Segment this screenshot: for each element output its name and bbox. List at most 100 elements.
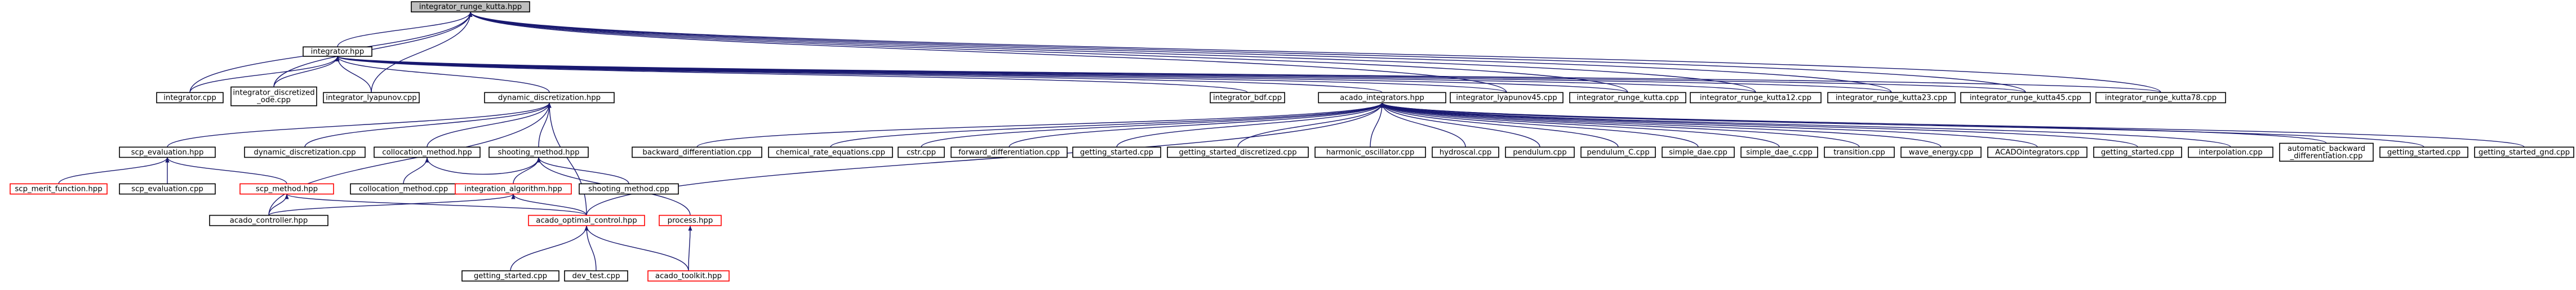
- graph-node-n16[interactable]: collocation_method.hpp: [374, 146, 481, 158]
- graph-node-n13[interactable]: integrator_runge_kutta78.cpp: [2095, 92, 2226, 104]
- edge-n25-to-n22: [511, 194, 587, 216]
- node-label: automatic_backward_differentiation.cpp: [2288, 145, 2365, 160]
- graph-node-n36[interactable]: harmonic_oscillator.cpp: [1314, 146, 1426, 158]
- edges-layer: [58, 11, 2525, 271]
- edge-n8-to-n1: [335, 56, 1507, 93]
- node-label: transition.cpp: [1833, 148, 1885, 157]
- edge-n5-to-n1: [335, 56, 550, 93]
- graph-node-n41[interactable]: simple_dae_c.cpp: [1740, 146, 1818, 158]
- edge-n21-to-n16: [403, 157, 429, 184]
- graph-node-n27[interactable]: getting_started.cpp: [461, 270, 559, 282]
- node-label: shooting_method.hpp: [498, 148, 580, 157]
- node-box: [768, 146, 893, 158]
- graph-node-n12[interactable]: integrator_runge_kutta45.cpp: [1960, 92, 2091, 104]
- graph-node-n30[interactable]: backward_differentiation.cpp: [632, 146, 762, 158]
- graph-node-n4[interactable]: integrator_lyapunov.cpp: [323, 92, 420, 104]
- graph-node-n28[interactable]: dev_test.cpp: [564, 270, 628, 282]
- node-label: integrator_discretized_ode.cpp: [233, 89, 314, 105]
- node-label: dynamic_discretization.hpp: [498, 93, 601, 102]
- graph-node-n22[interactable]: integration_algorithm.hpp: [455, 183, 572, 195]
- graph-node-n49[interactable]: getting_started_gnd.cpp: [2474, 146, 2574, 158]
- graph-node-n17[interactable]: shooting_method.hpp: [488, 146, 589, 158]
- node-box: [209, 215, 328, 226]
- node-box: [564, 270, 628, 282]
- edge-n36-to-n7: [1370, 102, 1384, 148]
- node-box: [2093, 146, 2182, 158]
- graph-node-n46[interactable]: interpolation.cpp: [2188, 146, 2273, 158]
- edge-n12-to-n0: [468, 11, 2026, 93]
- node-box: [488, 146, 589, 158]
- node-box: [230, 86, 317, 106]
- edge-n9-to-n1: [336, 56, 1628, 93]
- graph-node-n32[interactable]: cstr.cpp: [898, 146, 945, 158]
- graph-node-n8[interactable]: integrator_lyapunov45.cpp: [1450, 92, 1564, 104]
- graph-node-n3[interactable]: integrator_discretized_ode.cpp: [230, 86, 317, 106]
- node-box: [1314, 146, 1426, 158]
- graph-node-n42[interactable]: transition.cpp: [1824, 146, 1895, 158]
- graph-node-n33[interactable]: forward_differentiation.cpp: [951, 146, 1068, 158]
- graph-node-n9[interactable]: integrator_runge_kutta.cpp: [1569, 92, 1686, 104]
- graph-node-n24[interactable]: acado_controller.hpp: [209, 215, 328, 226]
- graph-node-n1[interactable]: integrator.hpp: [303, 46, 372, 57]
- edge-n43-to-n7: [1380, 102, 1942, 148]
- node-label: getting_started_gnd.cpp: [2479, 148, 2570, 157]
- node-box: [1432, 146, 1499, 158]
- node-box: [2379, 146, 2468, 158]
- node-box: [1580, 146, 1656, 158]
- node-box: [461, 270, 559, 282]
- node-box: [239, 183, 334, 195]
- graph-node-n38[interactable]: pendulum.cpp: [1505, 146, 1575, 158]
- graph-node-n34[interactable]: getting_started.cpp: [1072, 146, 1161, 158]
- edge-n17-to-n5: [538, 102, 552, 148]
- graph-node-n39[interactable]: pendulum_C.cpp: [1580, 146, 1656, 158]
- graph-node-n48[interactable]: getting_started.cpp: [2379, 146, 2468, 158]
- graph-node-n15[interactable]: dynamic_discretization.cpp: [244, 146, 366, 158]
- node-box: [1072, 146, 1161, 158]
- graph-node-n20[interactable]: scp_method.hpp: [239, 183, 334, 195]
- graph-node-n6[interactable]: integrator_bdf.cpp: [1210, 92, 1285, 104]
- graph-node-n40[interactable]: simple_dae.cpp: [1662, 146, 1735, 158]
- edge-n27-to-n25: [510, 225, 589, 271]
- graph-node-n23[interactable]: shooting_method.cpp: [579, 183, 679, 195]
- node-label: integrator_lyapunov45.cpp: [1456, 93, 1557, 102]
- edge-n16-to-n5: [427, 102, 552, 148]
- node-box: [2188, 146, 2273, 158]
- node-label: getting_started.cpp: [474, 272, 547, 280]
- graph-node-n21[interactable]: collocation_method.cpp: [350, 183, 457, 195]
- edge-n38-to-n7: [1380, 102, 1540, 148]
- graph-node-n26[interactable]: process.hpp: [659, 215, 722, 226]
- node-box: [1987, 146, 2088, 158]
- edge-n6-to-n1: [335, 56, 1248, 93]
- node-box: [898, 146, 945, 158]
- graph-node-n0[interactable]: integrator_runge_kutta.hpp: [411, 1, 530, 13]
- graph-node-n11[interactable]: integrator_runge_kutta23.cpp: [1827, 92, 1956, 104]
- node-label: backward_differentiation.cpp: [642, 148, 751, 157]
- graph-node-n18[interactable]: scp_merit_function.hpp: [10, 183, 108, 195]
- node-label: pendulum.cpp: [1513, 148, 1566, 157]
- graph-node-n44[interactable]: ACADOintegrators.cpp: [1987, 146, 2088, 158]
- graph-node-n37[interactable]: hydroscal.cpp: [1432, 146, 1499, 158]
- node-box: [244, 146, 366, 158]
- graph-node-n14[interactable]: scp_evaluation.hpp: [119, 146, 216, 158]
- graph-node-n45[interactable]: getting_started.cpp: [2093, 146, 2182, 158]
- node-label: collocation_method.cpp: [359, 185, 448, 194]
- node-box: [1960, 92, 2091, 104]
- graph-node-n10[interactable]: integrator_runge_kutta12.cpp: [1690, 92, 1822, 104]
- node-box: [1900, 146, 1982, 158]
- node-label: acado_integrators.hpp: [1340, 93, 1424, 102]
- node-label: scp_merit_function.hpp: [15, 185, 102, 194]
- graph-node-n5[interactable]: dynamic_discretization.hpp: [484, 92, 615, 104]
- graph-node-n19[interactable]: scp_evaluation.cpp: [119, 183, 216, 195]
- graph-node-n47[interactable]: automatic_backward_differentiation.cpp: [2279, 142, 2374, 162]
- graph-node-n43[interactable]: wave_energy.cpp: [1900, 146, 1982, 158]
- graph-node-n35[interactable]: getting_started_discretized.cpp: [1167, 146, 1309, 158]
- edge-n31-to-n7: [830, 102, 1384, 148]
- graph-node-n31[interactable]: chemical_rate_equations.cpp: [768, 146, 893, 158]
- node-box: [455, 183, 572, 195]
- node-label: acado_controller.hpp: [230, 217, 308, 225]
- graph-node-n25[interactable]: acado_optimal_control.hpp: [528, 215, 645, 226]
- graph-node-n29[interactable]: acado_toolkit.hpp: [647, 270, 730, 282]
- graph-node-n2[interactable]: integrator.cpp: [156, 92, 224, 104]
- node-label: integrator_runge_kutta45.cpp: [1970, 93, 2081, 102]
- graph-node-n7[interactable]: acado_integrators.hpp: [1318, 92, 1446, 104]
